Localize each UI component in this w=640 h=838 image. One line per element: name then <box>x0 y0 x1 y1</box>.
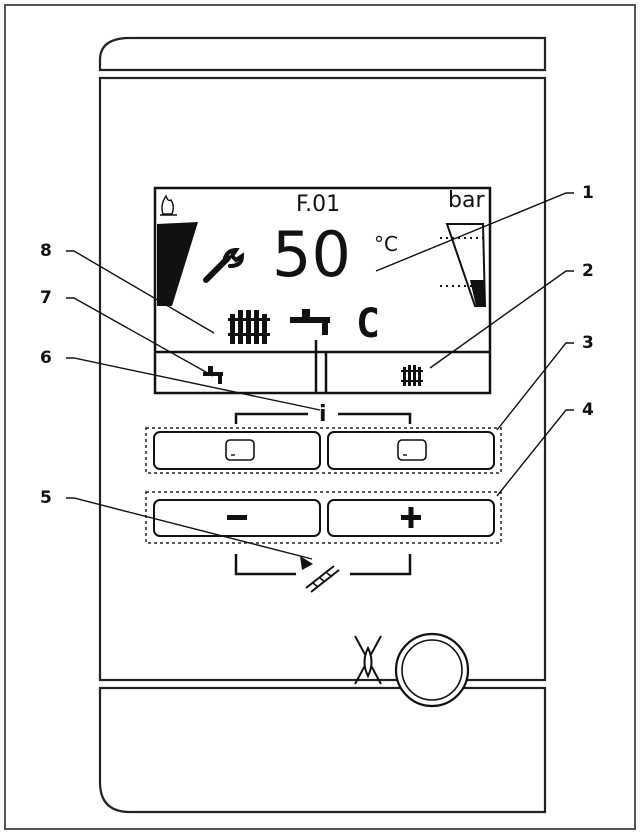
adjust-group-outline <box>145 491 502 544</box>
plus-icon <box>401 507 421 528</box>
callout-7: 7 <box>40 288 52 308</box>
outer-frame <box>4 4 636 830</box>
temperature-value: 50 <box>272 218 351 291</box>
panel-body <box>98 76 547 682</box>
flame-icon <box>160 194 177 216</box>
chimney-sweep-bracket <box>234 554 412 576</box>
callout-8: 8 <box>40 241 52 261</box>
bottom-cover <box>98 686 547 814</box>
softkey-group-outline <box>145 427 502 474</box>
info-bracket <box>234 412 412 424</box>
callout-5: 5 <box>40 488 52 508</box>
burner-icon <box>354 635 382 685</box>
callout-lines <box>66 192 574 560</box>
callout-4: 4 <box>582 400 594 420</box>
hot-water-tap-icon <box>290 309 330 335</box>
callout-2: 2 <box>582 261 594 281</box>
lcd-display <box>153 186 492 395</box>
wrench-icon <box>203 247 245 283</box>
callout-1: 1 <box>582 183 594 203</box>
plus-button[interactable] <box>327 499 495 537</box>
softkey-right-radiator-icon <box>401 365 423 386</box>
top-cap <box>98 36 547 72</box>
callout-3: 3 <box>582 333 594 353</box>
minus-icon <box>227 515 247 520</box>
left-softkey-button[interactable] <box>153 431 321 470</box>
mode-letter: C <box>356 301 381 347</box>
minus-button[interactable] <box>153 499 321 537</box>
softkey-left-tap-icon <box>203 366 223 384</box>
pressure-gauge <box>440 223 487 307</box>
error-code: F.01 <box>296 192 341 217</box>
info-label: i <box>319 402 327 427</box>
burner-power-bar <box>157 222 198 306</box>
right-softkey-button[interactable] <box>327 431 495 470</box>
display-frame <box>153 186 492 395</box>
callout-6: 6 <box>40 348 52 368</box>
radiator-icon <box>228 310 270 344</box>
pressure-unit: bar <box>448 188 485 213</box>
chimney-sweep-icon <box>300 556 340 593</box>
power-button[interactable] <box>394 632 470 708</box>
temperature-unit: °C <box>374 232 398 256</box>
